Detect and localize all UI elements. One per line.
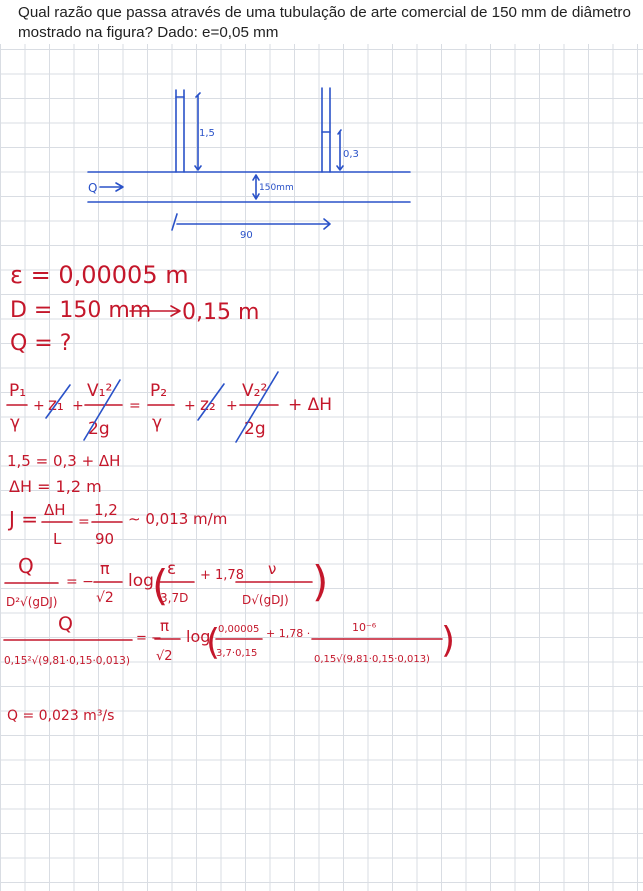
diameter-m: 0,15 m <box>182 300 259 325</box>
p1: P₁ <box>9 381 26 401</box>
step-2: ΔH = 1,2 m <box>9 477 102 496</box>
diameter-arrow <box>252 174 260 200</box>
v1-squared: V₁² <box>87 381 112 401</box>
q-denominator: D²√(gDJ) <box>6 595 57 609</box>
height-label-left: 1,5 <box>199 128 215 139</box>
equals-minus: = − <box>136 631 162 646</box>
plus: + <box>72 398 84 414</box>
height-label-right: 0,3 <box>343 149 359 160</box>
v2-squared: V₂² <box>242 381 267 401</box>
q-denominator: 0,15²√(9,81·0,15·0,013) <box>4 655 130 667</box>
question-line-2: mostrado na figura? Dado: e=0,05 mm <box>18 24 279 41</box>
height-arrow-left <box>194 92 202 171</box>
nu-denominator: 0,15√(9,81·0,15·0,013) <box>314 654 430 665</box>
q-numerator: Q <box>58 613 73 635</box>
diameter-line: D = 150 mm <box>10 298 151 323</box>
pipe-figure: 1,5 0,3 150mm Q 90 <box>87 87 411 241</box>
j-denominator-value: 90 <box>95 530 114 548</box>
plus: + <box>33 398 45 414</box>
sqrt-two: √2 <box>96 590 114 606</box>
close-paren: ) <box>441 620 455 661</box>
epsilon-value: 0,00005 <box>218 624 259 635</box>
flow-formula: Q D²√(gDJ) = − π √2 log ( ε 3,7D + 1,78 … <box>4 554 328 610</box>
strike-z2 <box>197 383 225 421</box>
plus: + <box>226 398 238 414</box>
open-paren: ( <box>152 561 168 610</box>
answer: Q = 0,023 m³/s <box>7 708 114 724</box>
flow-label: Q <box>88 181 97 195</box>
calculation-steps: 1,5 = 0,3 + ΔH ΔH = 1,2 m J = ΔH L = 1,2… <box>7 452 227 548</box>
log: log <box>186 627 210 646</box>
nu-numerator: ν <box>268 560 276 578</box>
length-dimension <box>171 213 331 231</box>
substituted-formula: Q 0,15²√(9,81·0,15·0,013) = − π √2 log (… <box>3 613 455 667</box>
log: log <box>128 571 154 591</box>
epsilon-line: ε = 0,00005 m <box>10 261 189 289</box>
strike-v1 <box>83 379 121 441</box>
constant: + 1,78 <box>200 568 244 583</box>
p2: P₂ <box>150 381 167 401</box>
equals: = <box>78 514 90 530</box>
equals: = <box>129 398 141 414</box>
gamma1: γ <box>10 413 20 433</box>
constant: + 1,78 · <box>266 627 310 640</box>
open-paren: ( <box>206 622 220 663</box>
nu-denominator: D√(gDJ) <box>242 593 289 607</box>
close-paren: ) <box>312 557 328 606</box>
epsilon-denominator: 3,7·0,15 <box>216 648 257 659</box>
q-numerator: Q <box>18 554 34 578</box>
pi: π <box>100 559 110 578</box>
j-denominator: L <box>53 530 62 548</box>
flow-unknown: Q = ? <box>10 331 71 356</box>
j-result: ∼ 0,013 m/m <box>128 510 227 528</box>
two-g: 2g <box>244 419 266 439</box>
givens: ε = 0,00005 m D = 150 mm 0,15 m Q = ? <box>10 261 259 356</box>
j-numerator: ΔH <box>44 501 66 519</box>
question-text: Qual razão que passa através de uma tubu… <box>0 0 643 44</box>
head-loss: + ΔH <box>288 395 332 415</box>
height-arrow-right <box>336 129 344 171</box>
strike-z1 <box>45 384 71 419</box>
gamma2: γ <box>152 413 162 433</box>
step-1: 1,5 = 0,3 + ΔH <box>7 452 120 470</box>
j-label: J = <box>7 507 38 531</box>
question-line-1: Qual razão que passa através de uma tubu… <box>18 4 631 21</box>
diameter-label: 150mm <box>259 183 294 193</box>
pi: π <box>160 617 169 635</box>
nu-value: 10⁻⁶ <box>352 621 377 634</box>
plus: + <box>184 398 196 414</box>
bernoulli-equation: P₁ γ + z₁ + V₁² 2g = P₂ γ + z₂ + V₂² 2g … <box>6 371 332 443</box>
sqrt-two: √2 <box>156 649 173 664</box>
flow-arrow-icon <box>99 182 124 192</box>
j-numerator-value: 1,2 <box>94 501 118 519</box>
length-label: 90 <box>240 230 253 241</box>
conversion-arrow-icon <box>129 305 181 317</box>
strike-v2 <box>235 371 279 443</box>
epsilon-numerator: ε <box>167 559 176 579</box>
epsilon-denominator: 3,7D <box>160 591 188 605</box>
equals-minus: = − <box>66 574 94 590</box>
